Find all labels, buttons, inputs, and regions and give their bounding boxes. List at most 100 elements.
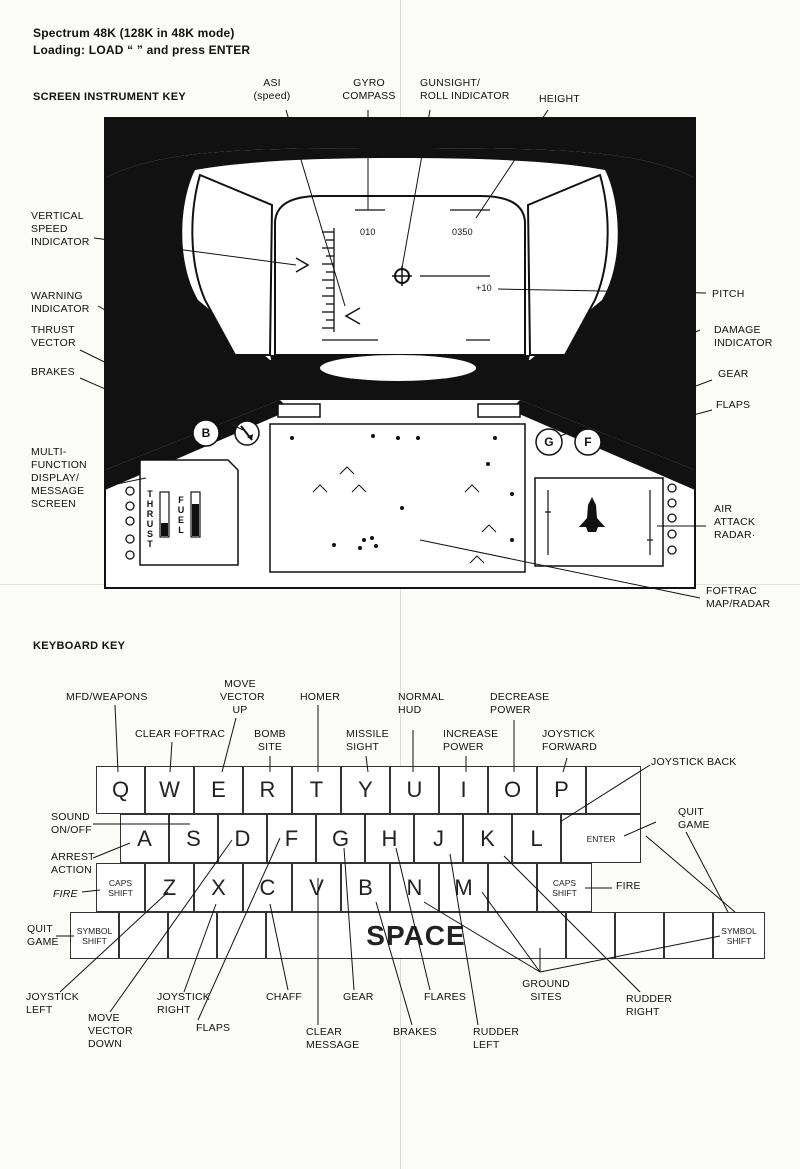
key-row4-blank-1 [119, 912, 168, 959]
speed-caret [344, 307, 361, 325]
key-s: S [169, 814, 218, 863]
label-gyro-compass: GYRO COMPASS [342, 77, 396, 102]
keyboard-key-title: KEYBOARD KEY [33, 640, 126, 652]
label-brakes: BRAKES [393, 1026, 437, 1038]
key-c: C [243, 863, 292, 912]
key-e: E [194, 766, 243, 814]
map-targets [312, 466, 497, 564]
label-damage: DAMAGE INDICATOR [714, 324, 773, 349]
screen-instrument-key-title: SCREEN INSTRUMENT KEY [33, 91, 186, 103]
key-a: A [120, 814, 169, 863]
thrust-gauge-label: THRUST [146, 489, 154, 549]
map-dots [290, 434, 514, 550]
right-side-window [528, 175, 608, 355]
label-flaps: FLAPS [716, 399, 751, 411]
foftrac-map [269, 423, 526, 573]
key-n: N [390, 863, 439, 912]
damage-indicator [477, 403, 521, 418]
label-height: HEIGHT [539, 93, 580, 105]
radar-jet-icon [579, 497, 605, 532]
gear-button-letter: G [544, 435, 554, 449]
key-d: D [218, 814, 267, 863]
label-homer: HOMER [300, 691, 341, 703]
label-move-vector-down: MOVE VECTOR DOWN [88, 1012, 133, 1050]
label-brakes: BRAKES [31, 366, 75, 378]
key-q: Q [96, 766, 145, 814]
fuel-gauge-label: FUEL [177, 495, 185, 535]
key-caps-shift-right: CAPS SHIFT [537, 863, 592, 912]
key-t: T [292, 766, 341, 814]
key-b: B [341, 863, 390, 912]
key-space: SPACE [266, 912, 566, 959]
thrust-gauge [159, 491, 170, 538]
key-m: M [439, 863, 488, 912]
key-enter: ENTER [561, 814, 641, 863]
loading-line-1: Spectrum 48K (128K in 48K mode) [33, 26, 235, 40]
oval-light [320, 355, 476, 381]
key-r: R [243, 766, 292, 814]
label-gear: GEAR [718, 368, 749, 380]
label-fire-left: FIRE [53, 888, 78, 900]
label-bomb-site: BOMB SITE [254, 728, 286, 753]
key-l: L [512, 814, 561, 863]
label-clear-message: CLEAR MESSAGE [306, 1026, 360, 1051]
radar-side-lights [667, 483, 677, 555]
label-normal-hud: NORMAL HUD [398, 691, 445, 716]
key-o: O [488, 766, 537, 814]
asi-ladder [322, 228, 335, 332]
label-asi: ASI (speed) [253, 77, 291, 102]
key-v: V [292, 863, 341, 912]
label-gear: GEAR [343, 991, 374, 1003]
key-y: Y [341, 766, 390, 814]
left-side-window [192, 175, 272, 355]
label-flaps: FLAPS [196, 1022, 231, 1034]
label-rudder-right: RUDDER RIGHT [626, 993, 673, 1018]
flaps-button [574, 428, 602, 456]
label-chaff: CHAFF [266, 991, 302, 1003]
flaps-button-letter: F [584, 435, 592, 449]
key-symbol-shift-left: SYMBOL SHIFT [70, 912, 119, 959]
label-fire-right: FIRE [616, 880, 641, 892]
hud-pitch: +10 [476, 283, 492, 293]
loading-line-2: Loading: LOAD “ ” and press ENTER [33, 43, 251, 57]
label-increase-power: INCREASE POWER [443, 728, 499, 753]
label-mfd-weapons: MFD/WEAPONS [66, 691, 148, 703]
label-move-vector-up: MOVE VECTOR UP [220, 678, 265, 716]
key-x: X [194, 863, 243, 912]
label-missile-sight: MISSILE SIGHT [346, 728, 389, 753]
label-decrease-power: DECREASE POWER [490, 691, 550, 716]
right-lower-strut [510, 400, 695, 490]
label-sound: SOUND ON/OFF [51, 811, 92, 836]
key-j: J [414, 814, 463, 863]
screen-leader-lines [79, 109, 713, 599]
label-joystick-right: JOYSTICK RIGHT [157, 991, 210, 1016]
key-row4-blank-3 [217, 912, 266, 959]
hud-height: 0350 [452, 227, 473, 237]
key-w: W [145, 766, 194, 814]
label-joystick-back: JOYSTICK BACK [651, 756, 737, 768]
label-air-attack-radar: AIR ATTACK RADAR· [714, 503, 756, 541]
mfd-screen [139, 459, 239, 566]
gear-button [535, 428, 563, 456]
key-row4-blank-6 [664, 912, 713, 959]
label-warning: WARNING INDICATOR [31, 290, 90, 315]
label-quit-game-left: QUIT GAME [27, 923, 59, 948]
key-row4-blank-2 [168, 912, 217, 959]
brakes-button-letter: B [201, 426, 211, 440]
key-row3-blank [488, 863, 537, 912]
brakes-button [192, 419, 220, 447]
mfd-side-lights [125, 486, 135, 560]
label-foftrac: FOFTRAC MAP/RADAR [706, 585, 771, 610]
key-i: I [439, 766, 488, 814]
key-row4-blank-4 [566, 912, 615, 959]
label-joystick-forward: JOYSTICK FORWARD [542, 728, 598, 753]
label-arrest-action: ARREST ACTION [51, 851, 95, 876]
label-clear-foftrac: CLEAR FOFTRAC [135, 728, 226, 740]
key-f: F [267, 814, 316, 863]
label-flares: FLARES [424, 991, 467, 1003]
key-row1-blank [586, 766, 641, 814]
key-caps-shift-left: CAPS SHIFT [96, 863, 145, 912]
label-thrust-vector: THRUST VECTOR [31, 324, 76, 349]
